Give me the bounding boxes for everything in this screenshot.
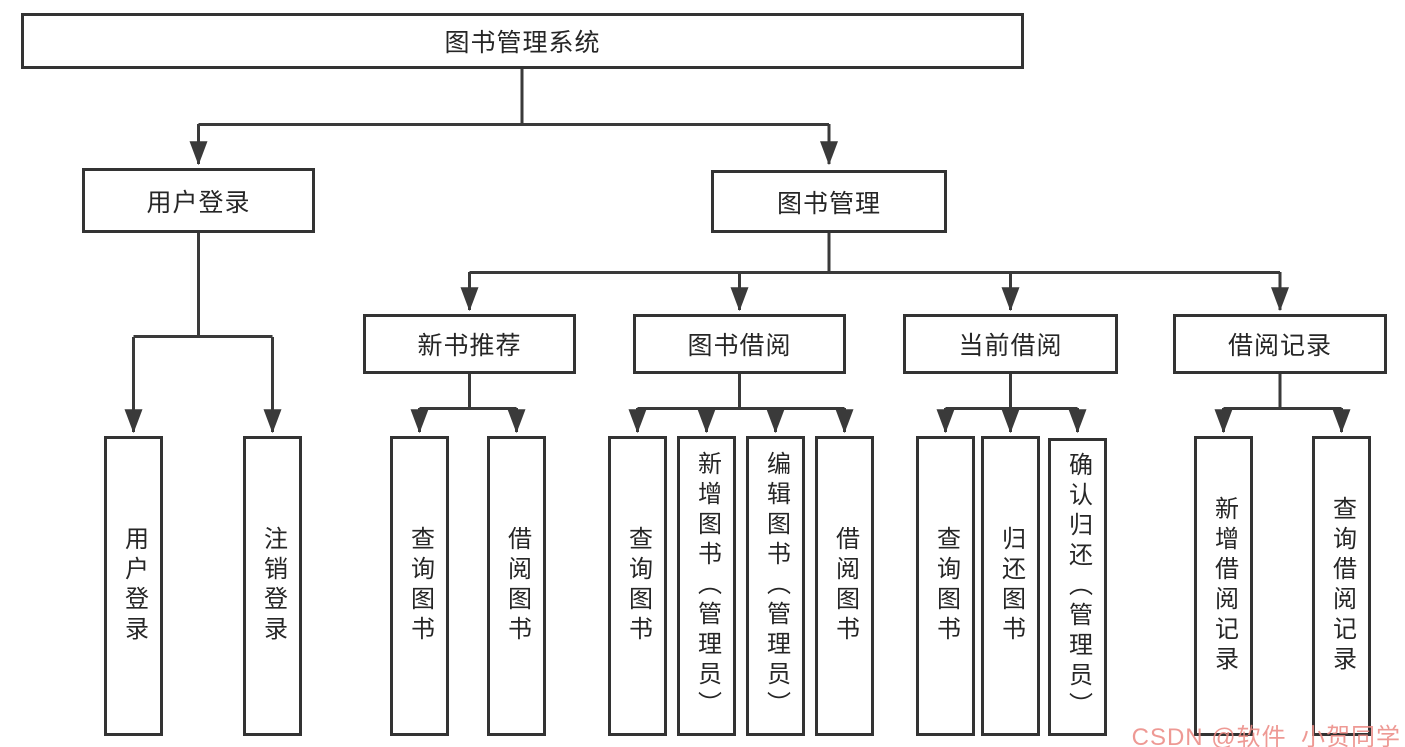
leaf-query-borrow-record: 查询借阅记录: [1312, 436, 1371, 736]
node-current-borrowing: 当前借阅: [903, 314, 1118, 374]
node-book-borrowing: 图书借阅: [633, 314, 846, 374]
leaf-query-books-borrowing: 查询图书: [608, 436, 667, 736]
leaf-user-login: 用户登录: [104, 436, 163, 736]
leaf-confirm-return-admin: 确认归还（管理员）: [1048, 438, 1107, 736]
leaf-logout: 注销登录: [243, 436, 302, 736]
leaf-query-books-recommend: 查询图书: [390, 436, 449, 736]
connector-trunk-lines: [133, 69, 1342, 410]
node-user-login: 用户登录: [82, 168, 315, 233]
node-new-book-recommendation: 新书推荐: [363, 314, 576, 374]
leaf-edit-books-admin: 编辑图书（管理员）: [746, 436, 805, 736]
leaf-return-books: 归还图书: [981, 436, 1040, 736]
node-book-management: 图书管理: [711, 170, 947, 233]
leaf-add-books-admin: 新增图书（管理员）: [677, 436, 736, 736]
leaf-query-books-current: 查询图书: [916, 436, 975, 736]
leaf-add-borrow-record: 新增借阅记录: [1194, 436, 1253, 736]
node-borrowing-records: 借阅记录: [1173, 314, 1387, 374]
node-library-management-system: 图书管理系统: [21, 13, 1024, 69]
leaf-borrow-books: 借阅图书: [815, 436, 874, 736]
leaf-borrow-books-recommend: 借阅图书: [487, 436, 546, 736]
watermark: CSDN @软件_小贺同学: [1131, 724, 1401, 747]
connector-arrows: [124, 124, 1351, 434]
